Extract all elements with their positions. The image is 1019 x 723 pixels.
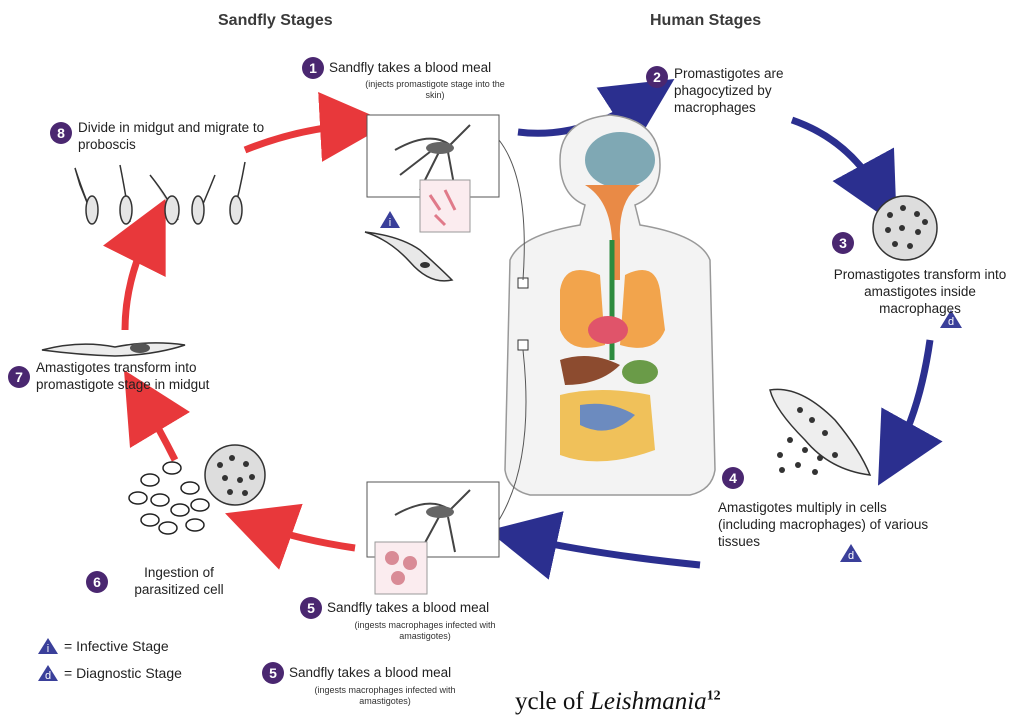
- step-6: 6 Ingestion of parasitized cell: [86, 565, 244, 599]
- step-5-text: Sandfly takes a blood meal: [327, 600, 489, 617]
- step-5-subtext: (ingests macrophages infected with amast…: [340, 620, 510, 642]
- human-body-image: [505, 115, 715, 495]
- step-5-duplicate-number: 5: [262, 662, 284, 684]
- svg-text:d: d: [45, 670, 51, 682]
- svg-text:d: d: [948, 316, 954, 328]
- infected-tissue-image: [770, 389, 870, 475]
- caption-superscript: 12: [707, 689, 721, 704]
- step-5-duplicate-text: Sandfly takes a blood meal: [289, 665, 451, 682]
- step-4-number-wrap: 4: [722, 467, 744, 489]
- step-5-duplicate-subtext: (ingests macrophages infected with amast…: [300, 685, 470, 707]
- legend-diagnostic-label: = Diagnostic Stage: [64, 665, 182, 681]
- infective-triangle-icon: i: [36, 636, 60, 656]
- infective-stage-triangle-icon: i: [380, 211, 400, 229]
- step-3-number-wrap: 3: [832, 232, 854, 254]
- svg-text:i: i: [389, 217, 391, 229]
- caption-text: ycle of: [515, 688, 590, 715]
- step-3-text: Promastigotes transform into amastigotes…: [822, 267, 1018, 318]
- caption-italic: Leishmania: [590, 688, 707, 715]
- step-1-number: 1: [302, 57, 324, 79]
- svg-text:i: i: [47, 643, 49, 655]
- step-5: 5 Sandfly takes a blood meal: [300, 597, 489, 619]
- legend-infective-label: = Infective Stage: [64, 638, 169, 654]
- step-5-duplicate: 5 Sandfly takes a blood meal: [262, 662, 451, 684]
- arrow-4-to-5: [522, 538, 700, 565]
- step-1-text: Sandfly takes a blood meal: [329, 60, 491, 77]
- arrow-5-to-6: [258, 525, 355, 548]
- step-6-text: Ingestion of parasitized cell: [114, 565, 244, 599]
- step-4-number: 4: [722, 467, 744, 489]
- svg-text:d: d: [848, 550, 854, 562]
- step-7-number: 7: [8, 366, 30, 388]
- figure-caption: ycle of Leishmania12: [515, 688, 721, 716]
- parasitized-cell-image: [129, 445, 265, 534]
- step-8: 8 Divide in midgut and migrate to probos…: [50, 120, 268, 154]
- sandfly-feeding-top-image: [367, 115, 499, 232]
- promastigote-single-image: [365, 232, 452, 281]
- sandfly-stages-header: Sandfly Stages: [218, 12, 333, 30]
- step-8-number: 8: [50, 122, 72, 144]
- step-2-number: 2: [646, 66, 668, 88]
- legend-diagnostic: d = Diagnostic Stage: [36, 663, 182, 683]
- arrow-3-to-4: [895, 340, 930, 455]
- arrow-6-to-7: [142, 400, 175, 460]
- sandfly-feeding-bottom-image: [367, 482, 499, 594]
- step-2: 2 Promastigotes are phagocytized by macr…: [646, 66, 824, 117]
- step-1: 1 Sandfly takes a blood meal: [302, 57, 491, 79]
- legend-infective: i = Infective Stage: [36, 636, 169, 656]
- diagnostic-triangle-icon: d: [36, 663, 60, 683]
- step-3-number: 3: [832, 232, 854, 254]
- step-7-text: Amastigotes transform into promastigote …: [36, 360, 266, 394]
- macrophage-image: [873, 196, 937, 260]
- step-4-text: Amastigotes multiply in cells (including…: [718, 500, 938, 551]
- promastigotes-group-image: [75, 162, 245, 224]
- step-5-number: 5: [300, 597, 322, 619]
- step-2-text: Promastigotes are phagocytized by macrop…: [674, 66, 824, 117]
- step-8-text: Divide in midgut and migrate to probosci…: [78, 120, 268, 154]
- human-stages-header: Human Stages: [650, 12, 761, 30]
- transforming-amastigote-image: [42, 343, 185, 356]
- step-7: 7 Amastigotes transform into promastigot…: [8, 360, 266, 394]
- step-6-number: 6: [86, 571, 108, 593]
- arrow-2-to-3: [792, 120, 880, 195]
- arrow-7-to-8: [125, 230, 150, 330]
- step-1-subtext: (injects promastigote stage into the ski…: [355, 79, 515, 101]
